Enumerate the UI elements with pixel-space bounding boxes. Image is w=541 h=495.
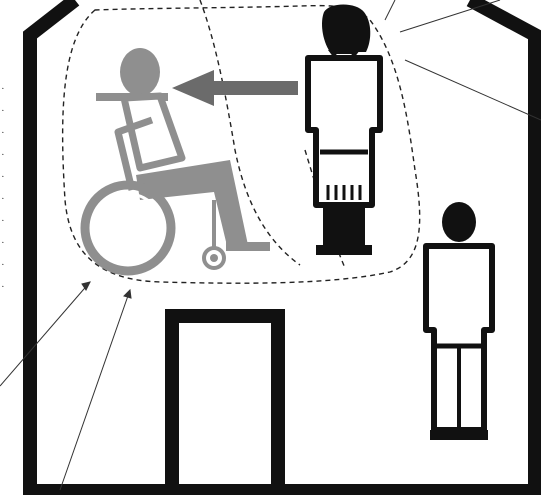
margin-fragment: ·	[1, 78, 13, 100]
cropped-margin-text: · · · · · · · · · ·	[1, 78, 13, 298]
margin-fragment: ·	[1, 144, 13, 166]
margin-fragment: ·	[1, 100, 13, 122]
margin-fragment: ·	[1, 188, 13, 210]
standing-person-male	[426, 202, 492, 440]
direction-arrow	[172, 70, 298, 106]
margin-fragment: ·	[1, 276, 13, 298]
margin-fragment: ·	[1, 232, 13, 254]
margin-fragment: ·	[1, 254, 13, 276]
margin-fragment: ·	[1, 166, 13, 188]
doorway	[172, 316, 278, 490]
standing-person-female	[308, 5, 380, 256]
margin-fragment: ·	[1, 122, 13, 144]
margin-fragment: ·	[1, 210, 13, 232]
